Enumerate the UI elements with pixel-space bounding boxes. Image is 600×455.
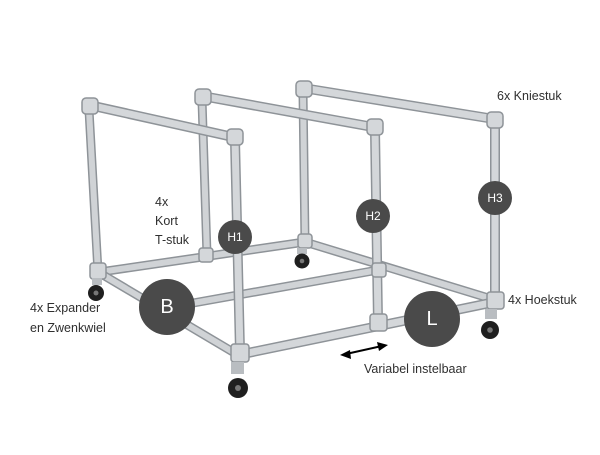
fittings xyxy=(81,80,505,363)
label-expander: 4x Expander xyxy=(30,301,101,315)
short-t-fitting xyxy=(369,313,388,332)
knee-fitting xyxy=(295,80,313,98)
casters xyxy=(88,248,499,398)
label-caster: en Zwenkwiel xyxy=(30,321,106,335)
badge-h3: H3 xyxy=(478,181,512,215)
label-short-t-kort: Kort xyxy=(155,214,178,228)
knee-fitting xyxy=(486,111,504,129)
corner-fitting xyxy=(297,233,313,249)
label-short-t-count: 4x xyxy=(155,195,169,209)
knee-fitting xyxy=(226,128,244,146)
knee-fitting xyxy=(366,118,384,136)
adjustable-arrow xyxy=(340,342,388,359)
short-t-fitting xyxy=(198,247,214,263)
corner-fitting xyxy=(486,291,505,310)
badge-b: B xyxy=(139,279,195,335)
knee-fitting xyxy=(81,97,99,115)
corner-fitting xyxy=(89,262,107,280)
label-adjustable: Variabel instelbaar xyxy=(364,362,467,376)
caster-wheel xyxy=(228,362,248,398)
badge-l: L xyxy=(404,291,460,347)
caster-wheel xyxy=(294,248,310,269)
badge-h1: H1 xyxy=(218,220,252,254)
knee-fitting xyxy=(194,88,212,106)
corner-fitting xyxy=(230,343,250,363)
back-frame xyxy=(84,83,500,305)
short-t-fitting xyxy=(371,262,387,278)
label-knee-pieces: 6x Kniestuk xyxy=(497,89,562,103)
caster-wheel xyxy=(88,278,104,301)
label-corner-pieces: 4x Hoekstuk xyxy=(508,293,577,307)
caster-wheel xyxy=(481,309,499,339)
label-short-t-stuk: T-stuk xyxy=(155,233,190,247)
badge-h2: H2 xyxy=(356,199,390,233)
